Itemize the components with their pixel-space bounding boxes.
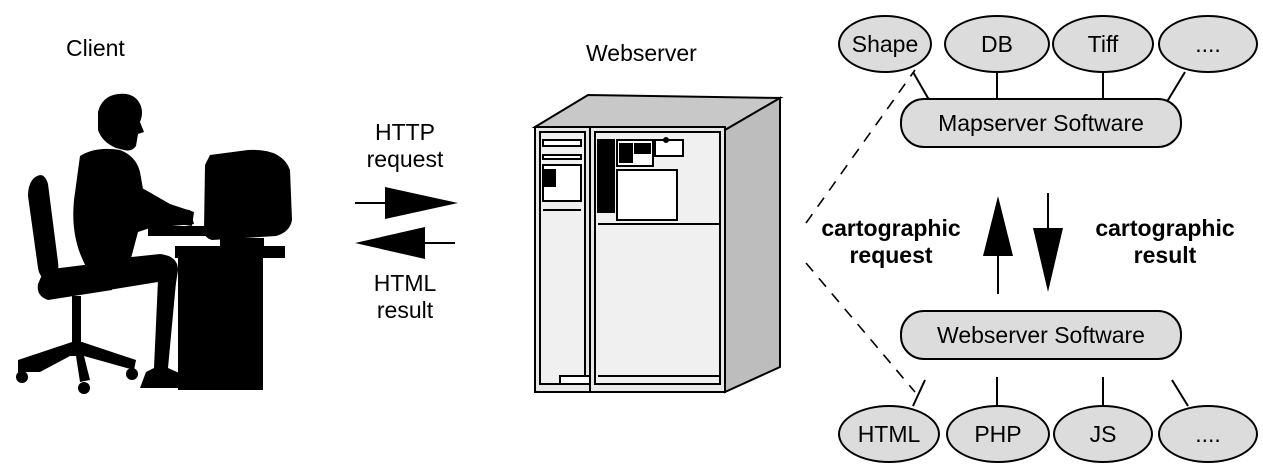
http-request-label-line1: HTTP <box>374 119 436 145</box>
cartographic-request-arrow <box>983 196 1013 294</box>
output-html: HTML <box>838 405 940 463</box>
http-request-arrow <box>355 187 458 219</box>
webserver-software-node: Webserver Software <box>900 310 1182 360</box>
server-tower-icon <box>531 93 784 394</box>
client-silhouette-icon <box>16 93 292 394</box>
output-connectors <box>912 377 1189 407</box>
data-source-shape: Shape <box>838 15 932 73</box>
html-result-label: HTML result <box>350 270 460 324</box>
server-stack-dashed-lines <box>805 69 916 393</box>
cartographic-request-label-line2: request <box>849 242 933 268</box>
data-source-db: DB <box>944 15 1050 73</box>
html-result-label-line1: HTML <box>373 270 437 296</box>
cartographic-request-label: cartographic request <box>806 215 976 269</box>
html-result-arrow <box>355 227 455 259</box>
http-request-label: HTTP request <box>350 119 460 173</box>
cartographic-request-label-line1: cartographic <box>821 215 961 241</box>
data-source-more: .... <box>1158 15 1258 73</box>
html-result-label-line2: result <box>376 297 434 323</box>
cartographic-result-arrow <box>1033 193 1063 292</box>
output-php: PHP <box>946 405 1050 463</box>
cartographic-result-label: cartographic result <box>1075 215 1255 269</box>
cartographic-result-label-line2: result <box>1133 242 1197 268</box>
mapserver-software-node: Mapserver Software <box>900 98 1182 148</box>
client-label: Client <box>66 35 125 61</box>
webserver-label: Webserver <box>586 40 697 66</box>
http-request-label-line2: request <box>366 146 444 172</box>
data-source-tiff: Tiff <box>1052 15 1154 73</box>
output-js: JS <box>1053 405 1153 463</box>
cartographic-result-label-line1: cartographic <box>1095 215 1235 241</box>
output-more: .... <box>1158 405 1258 463</box>
